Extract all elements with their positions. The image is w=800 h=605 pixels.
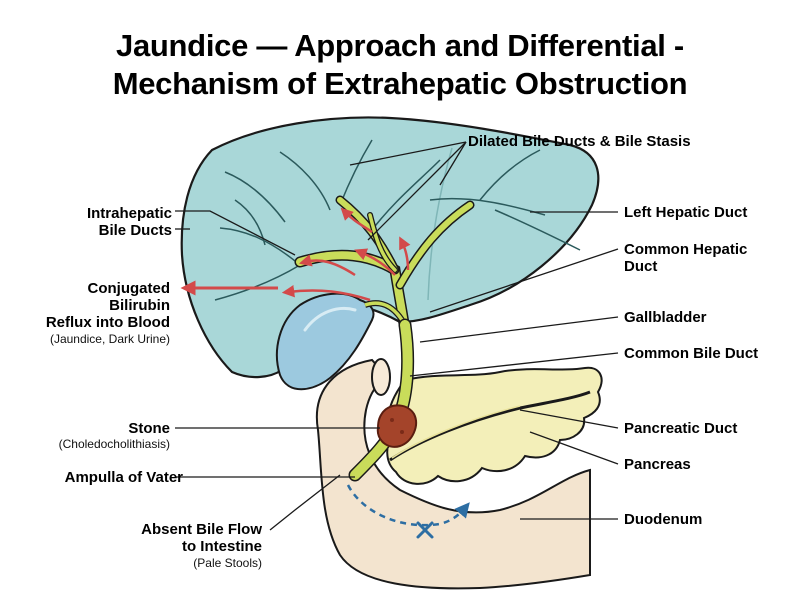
pancreas xyxy=(386,366,603,485)
pancreatic-duct xyxy=(389,390,591,462)
label-reflux-line2: Bilirubin xyxy=(109,297,170,314)
title-line-2: Mechanism of Extrahepatic Obstruction xyxy=(112,66,688,101)
leader-lines xyxy=(175,141,619,531)
label-common-bile-duct: Common Bile Duct xyxy=(624,345,759,362)
liver xyxy=(180,116,600,379)
label-dilated-ducts: Dilated Bile Ducts & Bile Stasis xyxy=(468,133,691,150)
label-common-hepatic-line1: Common Hepatic xyxy=(624,241,748,258)
label-absent-line2: to Intestine xyxy=(181,538,262,555)
label-ampulla: Ampulla of Vater xyxy=(64,469,183,486)
label-intrahepatic-line2: Bile Ducts xyxy=(98,222,172,239)
reflux-arrows xyxy=(180,207,411,302)
gallbladder xyxy=(276,292,375,391)
label-absent-sub: (Pale Stools) xyxy=(193,556,262,570)
label-reflux-line1: Conjugated xyxy=(87,280,171,297)
label-absent-line1: Absent Bile Flow xyxy=(141,521,262,538)
duodenum-cut-end xyxy=(371,358,391,396)
label-gallbladder: Gallbladder xyxy=(624,309,707,326)
label-duodenum: Duodenum xyxy=(624,511,703,528)
label-intrahepatic-line1: Intrahepatic xyxy=(86,205,172,222)
label-pancreas: Pancreas xyxy=(624,456,691,473)
blocked-x-icon xyxy=(416,521,434,539)
label-reflux-line3: Reflux into Blood xyxy=(45,314,170,331)
label-pancreatic-duct: Pancreatic Duct xyxy=(624,420,738,437)
intrahepatic-branches xyxy=(214,139,581,301)
stone xyxy=(376,404,418,448)
label-reflux-sub: (Jaundice, Dark Urine) xyxy=(49,332,170,346)
label-stone-sub: (Choledocholithiasis) xyxy=(58,437,170,451)
title-line-1: Jaundice — Approach and Differential - xyxy=(116,28,684,63)
absent-flow-arrow xyxy=(346,484,470,527)
label-stone: Stone xyxy=(128,420,170,437)
label-common-hepatic-line2: Duct xyxy=(624,258,658,275)
label-left-hepatic-duct: Left Hepatic Duct xyxy=(624,204,748,221)
